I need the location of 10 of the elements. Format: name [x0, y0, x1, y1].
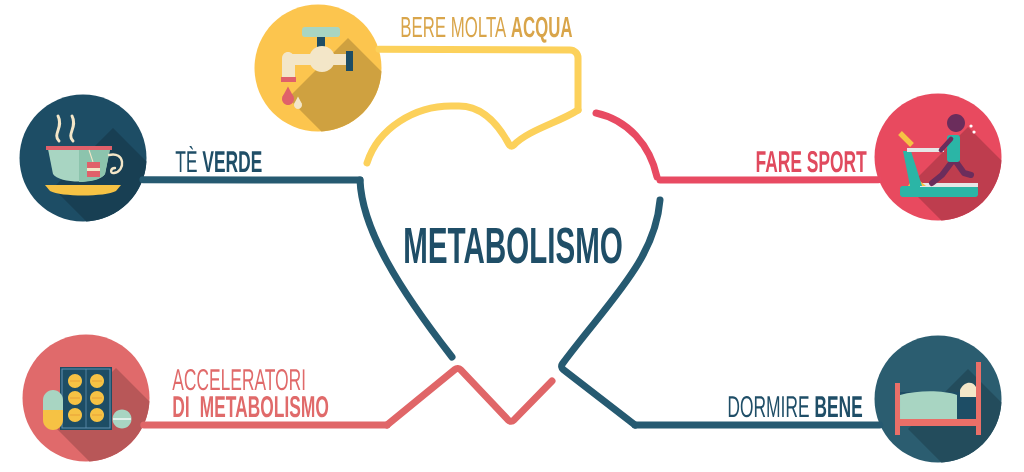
node-label: FARE SPORT [756, 151, 867, 173]
node-label: ACCELERATORI DI METABOLISMO [172, 369, 329, 418]
connector-line [375, 45, 582, 114]
node-label: DORMIRE BENE [728, 396, 863, 418]
connector-line [140, 421, 391, 429]
connector-line [139, 176, 364, 184]
connector-line [631, 421, 884, 429]
node-label: TÈ VERDE [175, 146, 262, 172]
node-label: BERE MOLTA ACQUA [401, 16, 573, 43]
connector-line [656, 176, 882, 184]
